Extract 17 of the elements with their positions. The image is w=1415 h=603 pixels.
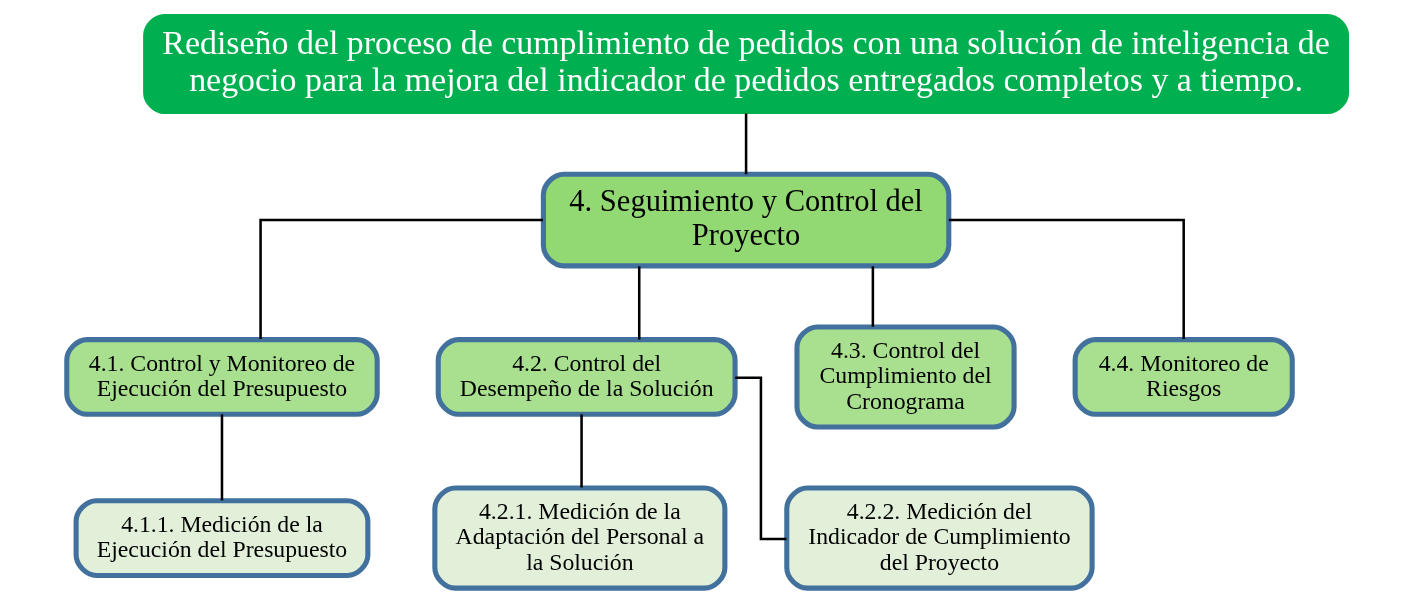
node-box: 4.1. Control y Monitoreo de Ejecución del Presupuesto (64, 337, 380, 417)
node-box: 4.3. Control del Cumplimiento del Cronograma (794, 324, 1017, 430)
node-box: 4.4. Monitoreo de Riesgos (1072, 337, 1295, 417)
node-box: 4.1.1. Medición de la Ejecución del Presupuesto (73, 498, 371, 578)
node-box: Rediseño del proceso de cumplimiento de pedidos con una solución de inteligencia de negocio para la mejora del indicador de pedidos entregados completos y a tiempo. (143, 14, 1350, 115)
connector (871, 266, 875, 327)
connector (744, 113, 748, 175)
connector (580, 414, 583, 488)
connector (637, 266, 641, 340)
node-box: 4.2.2. Medición del Indicador de Cumplimiento del Proyecto (784, 485, 1095, 591)
node-box: 4.2.1. Medición de la Adaptación del Personal a la Solución (432, 485, 728, 591)
connector (220, 414, 224, 501)
node-box: 4. Seguimiento y Control del Proyecto (540, 171, 952, 269)
connector (735, 376, 787, 541)
connector (948, 218, 1185, 339)
node-box: 4.2. Control del Desempeño de la Solución (435, 337, 738, 417)
connector (259, 218, 543, 339)
